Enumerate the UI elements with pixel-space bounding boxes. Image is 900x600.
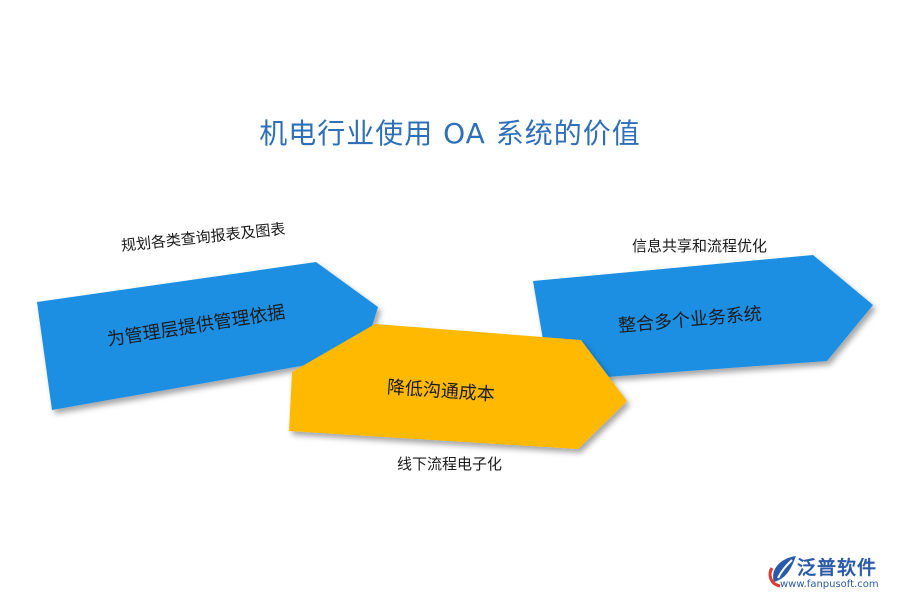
- page-title: 机电行业使用 OA 系统的价值: [259, 117, 641, 150]
- logo-name: 泛普软件: [797, 557, 878, 579]
- leaf-logo-icon: [768, 556, 796, 588]
- arrow-left-shape: [37, 262, 378, 410]
- caption-middle: 线下流程电子化: [397, 455, 503, 473]
- arrow-middle-shape: [289, 324, 627, 449]
- caption-right: 信息共享和流程优化: [632, 237, 768, 255]
- logo-url: www.fanpusoft.com: [780, 579, 879, 590]
- arrow-right-shape: [533, 255, 873, 381]
